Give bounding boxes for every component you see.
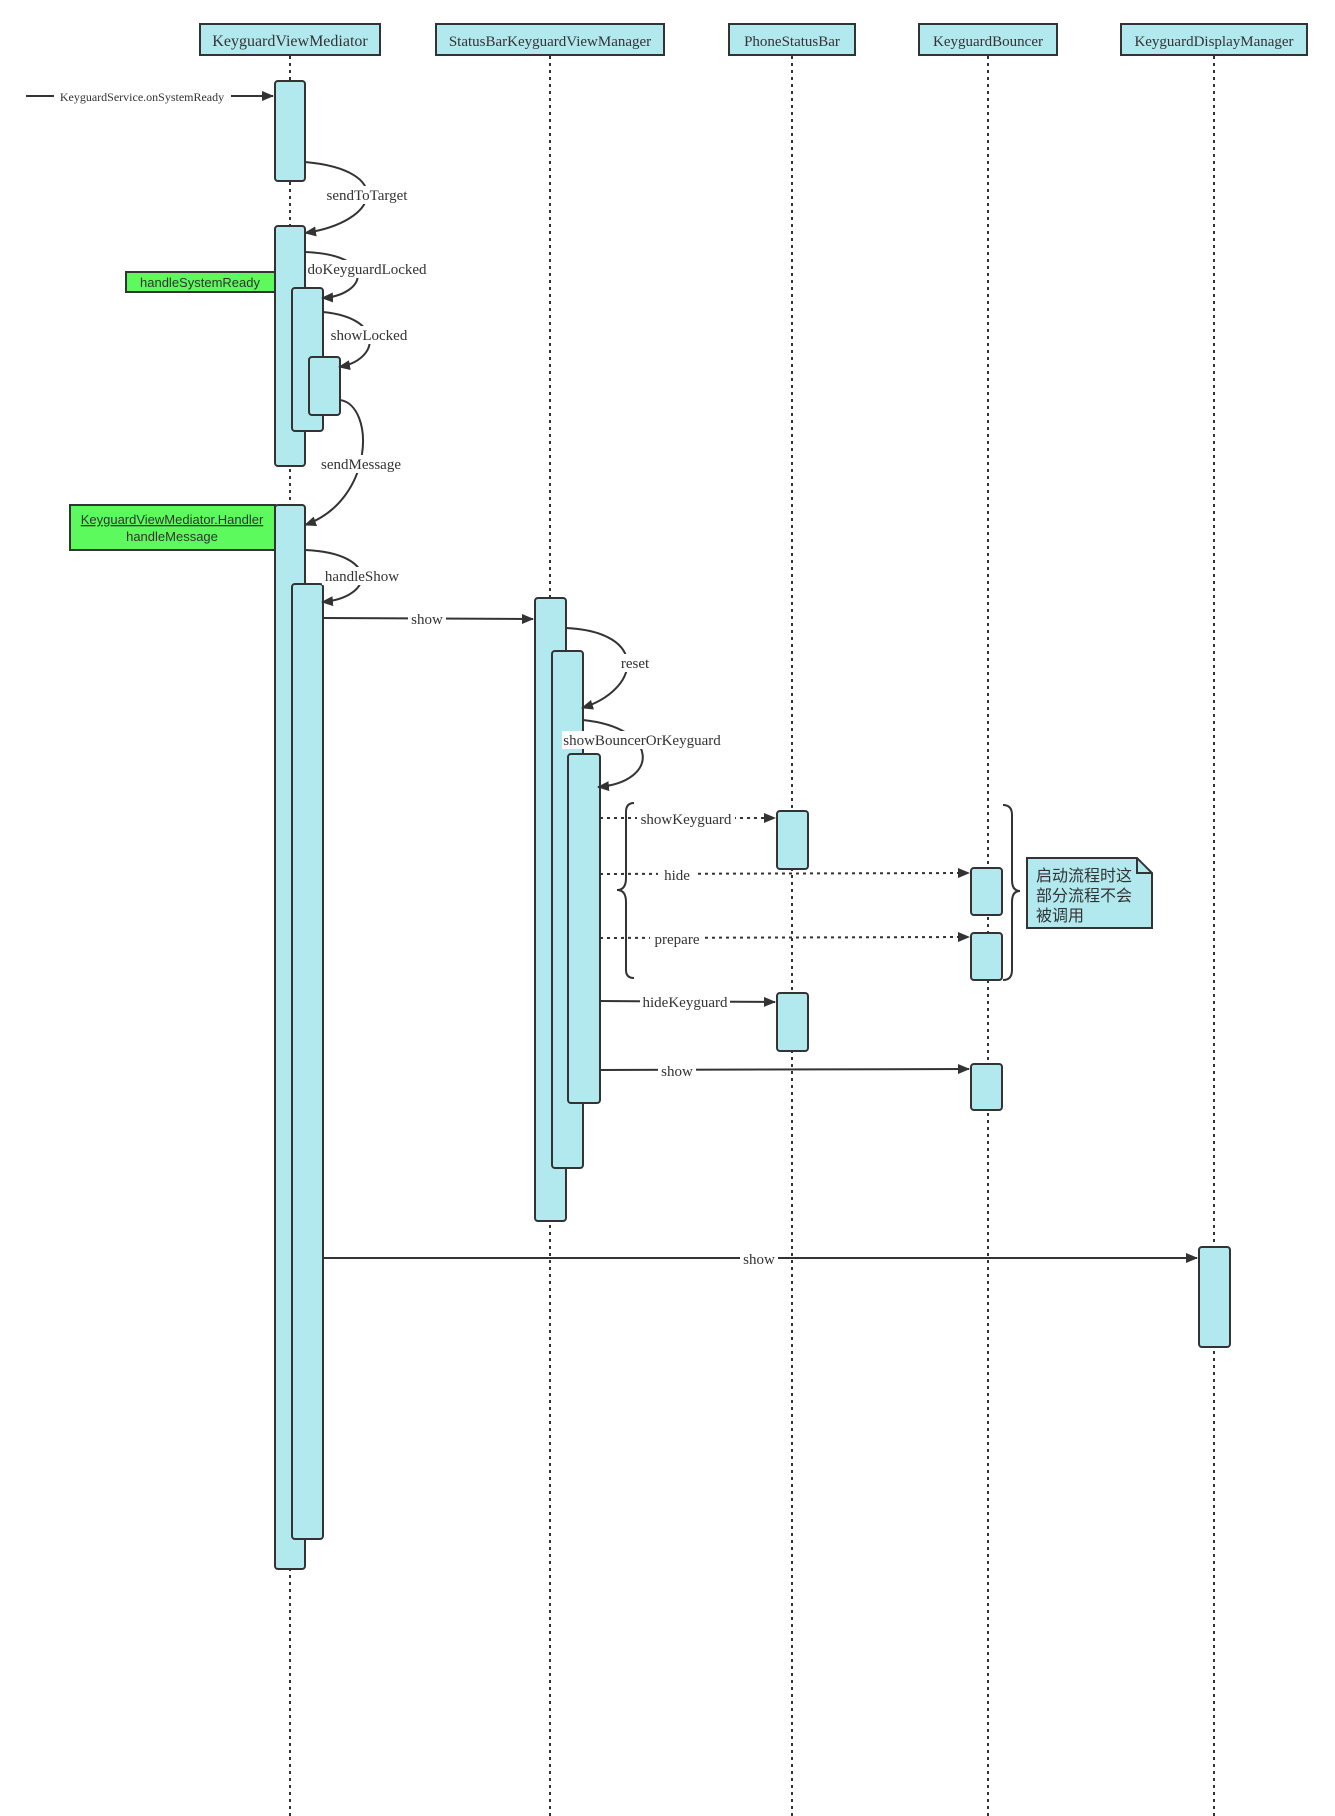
activation-bar <box>776 992 809 1052</box>
activation-bar <box>308 356 341 416</box>
note-line: 部分流程不会 <box>1036 887 1132 905</box>
handler-handle-message-label: KeyguardViewMediator.Handler handleMessa… <box>69 504 276 551</box>
lifeline-title: KeyguardViewMediator <box>212 33 368 50</box>
message-arrow <box>582 719 644 792</box>
lifeline-title: PhoneStatusBar <box>744 34 840 50</box>
message-label: sendMessage <box>321 457 401 473</box>
message-label: showLocked <box>331 328 408 344</box>
lifeline-header-statusbarkeyguardviewmanager: StatusBarKeyguardViewManager <box>435 23 665 56</box>
activation-bar <box>567 753 601 1104</box>
message-label: prepare <box>655 932 700 948</box>
lifeline-title: KeyguardDisplayManager <box>1134 34 1293 50</box>
note-line: 启动流程时这 <box>1036 867 1132 885</box>
message-label: show <box>411 612 443 628</box>
lifeline-header-keyguarddisplaymanager: KeyguardDisplayManager <box>1120 23 1308 56</box>
message-label: doKeyguardLocked <box>307 262 427 278</box>
message-label: show <box>661 1064 693 1080</box>
lifeline-title: StatusBarKeyguardViewManager <box>449 34 651 50</box>
message-label: hide <box>664 868 690 884</box>
message-label: handleShow <box>325 569 399 585</box>
label-text: KeyguardViewMediator.Handler <box>81 512 264 527</box>
lifeline-header-keyguardviewmediator: KeyguardViewMediator <box>199 23 381 56</box>
note-line: 被调用 <box>1036 907 1084 925</box>
message-arrow <box>599 1064 970 1075</box>
message-arrow <box>599 868 970 879</box>
brace-right <box>1002 804 1021 981</box>
message-label: hideKeyguard <box>643 995 728 1011</box>
message-label: sendToTarget <box>327 188 409 204</box>
handle-system-ready-label: handleSystemReady <box>125 271 276 293</box>
message-label: KeyguardService.onSystemReady <box>60 90 224 104</box>
message-label: reset <box>621 656 650 672</box>
label-text: handleSystemReady <box>140 275 260 290</box>
message-label: showKeyguard <box>641 812 732 828</box>
message-arrow <box>599 932 970 943</box>
activation-bar <box>291 583 324 1540</box>
activation-bar <box>776 810 809 870</box>
activation-bar <box>1198 1246 1231 1348</box>
message-label: show <box>743 1252 775 1268</box>
activation-bar <box>970 1063 1003 1111</box>
label-text: handleMessage <box>126 529 218 544</box>
message-label: showBouncerOrKeyguard <box>563 733 721 749</box>
activation-bar <box>970 932 1003 981</box>
lifeline-header-phonestatusbar: PhoneStatusBar <box>728 23 856 56</box>
lifeline-title: KeyguardBouncer <box>933 34 1043 50</box>
activation-bar <box>970 867 1003 916</box>
brace-left <box>616 802 635 979</box>
activation-bar <box>274 80 306 182</box>
lifeline-header-keyguardbouncer: KeyguardBouncer <box>918 23 1058 56</box>
note: 启动流程时这 部分流程不会 被调用 <box>1026 857 1153 929</box>
